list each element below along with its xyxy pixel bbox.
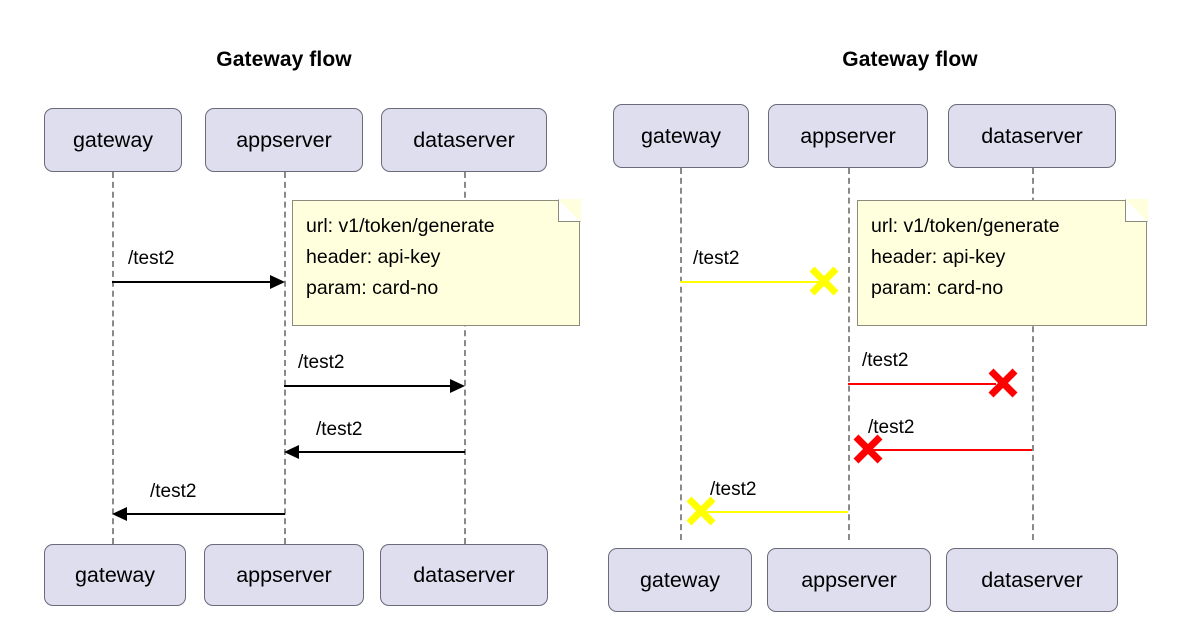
participant-box-dataserver-bottom[interactable]: dataserver bbox=[946, 548, 1118, 612]
message-arrowhead-2 bbox=[450, 379, 465, 393]
note-body bbox=[857, 200, 1147, 326]
message-label-1: /test2 bbox=[128, 248, 175, 269]
note-fold-triangle bbox=[558, 199, 581, 222]
participant-box-appserver-top[interactable]: appserver bbox=[768, 104, 928, 168]
lifeline-gateway bbox=[680, 168, 682, 540]
participant-box-gateway-top[interactable]: gateway bbox=[613, 104, 749, 168]
note-line-url: url: v1/token/generate bbox=[306, 215, 495, 237]
participant-box-appserver-bottom[interactable]: appserver bbox=[767, 548, 931, 612]
message-line-1[interactable] bbox=[680, 281, 822, 283]
participant-box-gateway-top[interactable]: gateway bbox=[44, 108, 182, 172]
sequence-diagram-right: Gateway flow gateway appserver dataserve… bbox=[600, 0, 1200, 642]
blocked-x-icon-2 bbox=[988, 368, 1018, 398]
message-label-1: /test2 bbox=[693, 248, 740, 269]
page-title-left: Gateway flow bbox=[216, 48, 352, 71]
blocked-x-icon-3 bbox=[853, 434, 883, 464]
note-line-header: header: api-key bbox=[306, 246, 441, 268]
message-line-4[interactable] bbox=[704, 511, 848, 513]
message-line-1[interactable] bbox=[112, 281, 270, 283]
lifeline-dataserver bbox=[1032, 168, 1034, 540]
message-arrowhead-1 bbox=[270, 275, 285, 289]
lifeline-dataserver bbox=[464, 172, 466, 544]
note-line-param: param: card-no bbox=[871, 277, 1004, 299]
message-label-4: /test2 bbox=[710, 479, 757, 500]
note-token-details: url: v1/token/generate header: api-key p… bbox=[857, 199, 1148, 326]
participant-box-dataserver-top[interactable]: dataserver bbox=[948, 104, 1116, 168]
message-arrowhead-4 bbox=[112, 507, 127, 521]
message-label-2: /test2 bbox=[862, 350, 909, 371]
blocked-x-icon-1 bbox=[809, 266, 839, 296]
note-text: url: v1/token/generate header: api-key p… bbox=[306, 211, 495, 304]
page-title-right: Gateway flow bbox=[842, 48, 978, 71]
participant-box-gateway-bottom[interactable]: gateway bbox=[608, 548, 752, 612]
lifeline-gateway bbox=[112, 172, 114, 544]
note-line-url: url: v1/token/generate bbox=[871, 215, 1060, 237]
message-line-4[interactable] bbox=[127, 513, 285, 515]
participant-box-gateway-bottom[interactable]: gateway bbox=[44, 544, 186, 606]
message-label-2: /test2 bbox=[298, 352, 345, 373]
message-line-3[interactable] bbox=[872, 449, 1032, 451]
lifeline-appserver bbox=[284, 172, 286, 544]
sequence-diagram-left: Gateway flow gateway appserver dataserve… bbox=[44, 48, 581, 606]
message-line-3[interactable] bbox=[299, 451, 465, 453]
note-line-param: param: card-no bbox=[306, 277, 439, 299]
participant-box-appserver-top[interactable]: appserver bbox=[205, 108, 363, 172]
message-line-2[interactable] bbox=[848, 383, 996, 385]
message-label-3: /test2 bbox=[316, 419, 363, 440]
message-arrowhead-3 bbox=[284, 445, 299, 459]
participant-box-dataserver-bottom[interactable]: dataserver bbox=[380, 544, 548, 606]
note-line-header: header: api-key bbox=[871, 246, 1006, 268]
note-body bbox=[292, 200, 580, 326]
message-label-3: /test2 bbox=[868, 417, 915, 438]
participant-box-appserver-bottom[interactable]: appserver bbox=[204, 544, 364, 606]
blocked-x-icon-4 bbox=[686, 496, 716, 526]
note-text: url: v1/token/generate header: api-key p… bbox=[871, 211, 1060, 304]
note-fold-triangle bbox=[1125, 199, 1148, 222]
message-label-4: /test2 bbox=[150, 481, 197, 502]
message-line-2[interactable] bbox=[284, 385, 450, 387]
participant-box-dataserver-top[interactable]: dataserver bbox=[381, 108, 547, 172]
note-token-details: url: v1/token/generate header: api-key p… bbox=[292, 199, 581, 326]
lifeline-appserver bbox=[848, 168, 850, 540]
